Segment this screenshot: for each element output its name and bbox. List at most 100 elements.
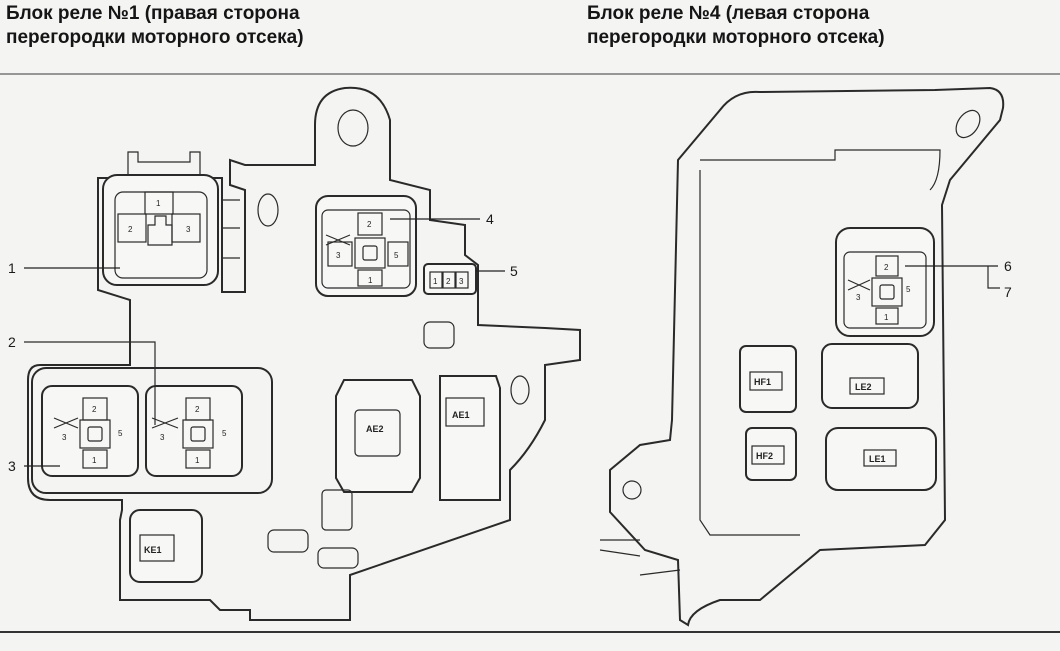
relay-1-side-tabs [222,199,240,259]
title-relay-block-4: Блок реле №4 (левая сторона перегородки … [587,2,885,50]
fuse-le2-inner [849,377,885,395]
relay-2b-pin-label-3: 3 [160,433,165,442]
fuse-le1-label: LE1 [869,454,886,464]
mounting-hole-right [955,109,981,139]
relay-4-pin-2 [357,212,383,236]
fuse-ke1-body [129,509,203,583]
relay-2a-pin-label-1: 1 [92,456,97,465]
top-tab [127,151,201,178]
callout-7-line [987,266,1000,289]
relay-1-pin-top [144,191,174,215]
callout-2-line [24,341,156,425]
callout-label-7: 7 [1004,284,1012,300]
fuse-hf1: HF1 [739,345,797,413]
fuse-hf1-label: HF1 [754,377,771,387]
relay-4-cross [325,234,351,246]
bracket-tabs [599,539,681,576]
relay-4-center-hole [362,245,378,261]
relay-socket-4-inner [321,209,411,289]
relay-block-4-inner-top [700,149,941,191]
mounting-hole [337,109,369,147]
title-relay-block-4-line1: Блок реле №4 (левая сторона [587,3,870,24]
relay-6-cross [847,279,871,291]
fuse-le2: LE2 [821,343,919,409]
fuse-hf2: HF2 [745,427,797,481]
relay-4-pin-label-3: 3 [336,251,341,260]
relay-6-pin-1 [875,307,899,325]
fuse-hf2-inner [751,445,785,465]
mounting-hole-left [622,480,642,500]
relay-4-pin-label-5: 5 [394,251,399,260]
connector-5-pin2 [442,271,456,289]
relay-2b-center [182,419,214,449]
relay-6-center-hole [879,284,895,300]
fuse-ae2-inner [354,409,401,457]
fuse-le1-inner [863,449,897,467]
relay-4-pin-5 [387,241,409,267]
relay-2b-pin-label-1: 1 [195,456,200,465]
relay-6-center [871,277,903,307]
relay-1-pin-label-3: 3 [186,225,191,234]
title-relay-block-1-line1: Блок реле №1 (правая сторона [6,3,300,24]
relay-4-pin-label-1: 1 [368,276,373,285]
fuse-le1: LE1 [825,427,937,491]
fuse-hf2-label: HF2 [756,451,773,461]
relay-6-pin-label-3: 3 [856,293,861,302]
relay-socket-6-inner [843,251,927,329]
relay-socket-2a: 2 3 5 1 [41,385,139,477]
relay-6-pin-label-1: 1 [884,313,889,322]
fuse-le2-label: LE2 [855,382,872,392]
relay-block-4-housing [609,86,1005,627]
relay-4-center [354,237,386,269]
fuse-hf1-inner [749,371,783,391]
relay-4-pin-label-2: 2 [367,220,372,229]
relay-2a-pin-label-5: 5 [118,429,123,438]
fuse-ae1-label: AE1 [452,410,470,420]
relay-6-pin-label-2: 2 [884,263,889,272]
relay-2b-pin-1 [185,449,211,469]
relay-2a-cross [53,417,79,429]
connector-5-label-2: 2 [446,277,451,286]
relay-4-pin-3 [327,241,353,267]
mini-fuse-2 [317,547,359,569]
relay-2a-frame [41,385,139,477]
relay-socket-1-frame [102,174,219,286]
fuse-ke1: KE1 [129,509,203,583]
connector-5-pin1 [429,271,443,289]
fuse-ae1: AE1 [439,375,501,501]
connector-5: 1 2 3 [423,263,477,295]
fuse-ae2-body [335,379,421,493]
relay-socket-6-frame [835,227,935,337]
relay-block-1: 1 2 3 2 3 5 1 1 2 [8,86,581,621]
relay-1-pin-label-1: 1 [156,199,161,208]
relay-1-key [147,215,173,246]
relay-socket-2b: 2 3 5 1 [145,385,243,477]
fuse-ae1-body [439,375,501,501]
connector-5-pin3 [455,271,469,289]
callout-label-2: 2 [8,334,16,350]
title-relay-block-1: Блок реле №1 (правая сторона перегородки… [6,2,304,50]
relay-block-4: 2 3 5 1 HF1 HF2 LE2 LE1 [599,86,1012,627]
fuse-ae2: AE2 [335,379,421,493]
relay-socket-4: 2 3 5 1 [315,195,417,297]
fuse-ke1-label: KE1 [144,545,162,555]
callout-label-1: 1 [8,260,16,276]
relay-2a-center [79,419,111,449]
callout-label-4: 4 [486,211,494,227]
callout-label-6: 6 [1004,258,1012,274]
relay-2b-pin-label-2: 2 [195,405,200,414]
mini-fuse-1 [267,529,309,553]
relay-2b-frame [145,385,243,477]
double-relay-frame [31,367,273,494]
callout-label-3: 3 [8,458,16,474]
fuse-ae2-label: AE2 [366,424,384,434]
relay-4-pin-1 [357,269,383,287]
fuse-hf2-body [745,427,797,481]
relay-2a-pin-1 [82,449,108,469]
relay-2a-pin-label-2: 2 [92,405,97,414]
fuse-ke1-inner [139,534,175,562]
callout-label-5: 5 [510,263,518,279]
fuse-hf1-body [739,345,797,413]
relay-2a-center-hole [87,426,103,442]
